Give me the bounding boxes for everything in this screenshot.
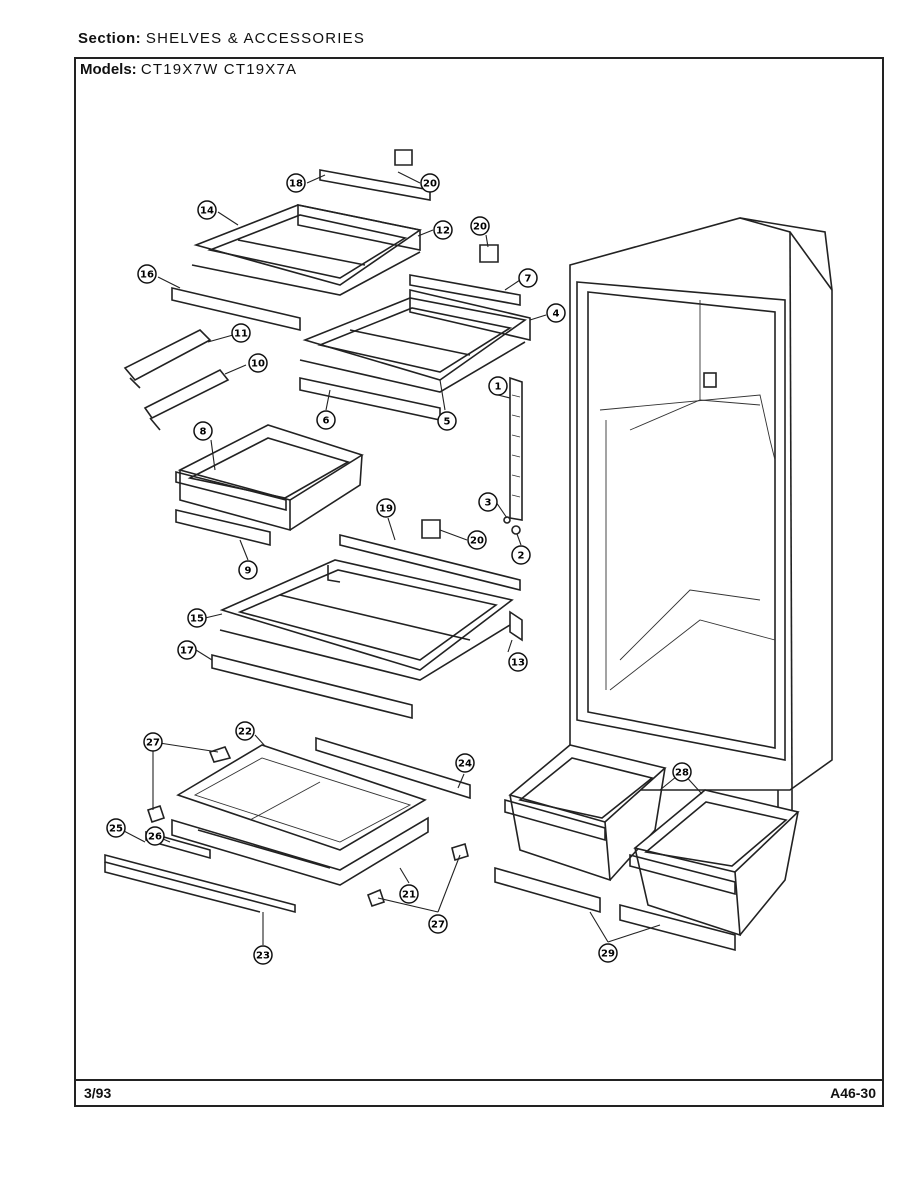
refrigerator-cabinet: [569, 217, 833, 814]
callout-14: 14: [197, 200, 217, 220]
callout-3: 3: [478, 492, 498, 512]
callout-number: 18: [289, 179, 303, 190]
footer-rule: [76, 1079, 882, 1081]
callout-number: 2: [518, 551, 525, 562]
callout-29: 29: [598, 943, 618, 963]
callout-13: 13: [508, 652, 528, 672]
callout-number: 6: [323, 416, 330, 427]
callout-2: 2: [511, 545, 531, 565]
callout-number: 20: [470, 536, 484, 547]
callout-number: 28: [675, 768, 689, 779]
section-label: Section:: [78, 30, 142, 47]
callout-28: 28: [672, 762, 692, 782]
callout-18: 18: [286, 173, 306, 193]
small-drawer: [175, 424, 364, 547]
callout-number: 26: [148, 832, 162, 843]
callout-number: 7: [525, 274, 532, 285]
callout-number: 22: [238, 727, 252, 738]
callout-number: 10: [251, 359, 265, 370]
leader-lines: [121, 171, 703, 945]
callout-number: 19: [379, 504, 393, 515]
section-value: SHELVES & ACCESSORIES: [145, 30, 366, 47]
callout-number: 15: [190, 614, 204, 625]
callout-12: 12: [433, 220, 453, 240]
callout-number: 5: [444, 417, 451, 428]
callout-24: 24: [455, 753, 475, 773]
callout-number: 29: [601, 949, 615, 960]
callout-number: 1: [495, 382, 502, 393]
callout-number: 17: [180, 646, 194, 657]
middle-shelf-assembly: [299, 244, 531, 421]
callout-number: 12: [436, 226, 450, 237]
callout-number: 4: [553, 309, 560, 320]
footer-page-code: A46-30: [830, 1085, 876, 1101]
callout-27: 27: [143, 732, 163, 752]
callout-number: 16: [140, 270, 154, 281]
models-label: Models:: [80, 61, 137, 78]
callout-15: 15: [187, 608, 207, 628]
callout-8: 8: [193, 421, 213, 441]
callout-27: 27: [428, 914, 448, 934]
callout-number: 20: [423, 179, 437, 190]
callout-number: 8: [200, 427, 207, 438]
shelf-ladder: [503, 376, 523, 535]
callout-26: 26: [145, 826, 165, 846]
callout-number: 20: [473, 222, 487, 233]
callout-4: 4: [546, 303, 566, 323]
models-title: Models: CT19X7W CT19X7A: [80, 61, 297, 78]
callout-1: 1: [488, 376, 508, 396]
callout-25: 25: [106, 818, 126, 838]
models-value: CT19X7W CT19X7A: [140, 61, 298, 78]
diagram-frame: Models: CT19X7W CT19X7A 3/93 A46-30: [74, 57, 884, 1107]
shelf-brackets: [123, 329, 230, 431]
callout-number: 27: [146, 738, 160, 749]
callout-6: 6: [316, 410, 336, 430]
callout-number: 21: [402, 890, 416, 901]
callout-22: 22: [235, 721, 255, 741]
callout-number: 14: [200, 206, 214, 217]
callout-7: 7: [518, 268, 538, 288]
callout-19: 19: [376, 498, 396, 518]
callout-number: 23: [256, 951, 270, 962]
callout-number: 24: [458, 759, 472, 770]
callout-number: 13: [511, 658, 525, 669]
lower-shelf-assembly: [211, 519, 523, 720]
callout-20: 20: [470, 216, 490, 236]
callout-labels: 1234567891011121314151617181920212223242…: [106, 173, 692, 965]
crisper-drawers: [494, 744, 800, 952]
callout-16: 16: [137, 264, 157, 284]
callout-number: 11: [234, 329, 248, 340]
callout-9: 9: [238, 560, 258, 580]
callout-11: 11: [231, 323, 251, 343]
callout-number: 3: [485, 498, 492, 509]
callout-5: 5: [437, 411, 457, 431]
section-title: Section: SHELVES & ACCESSORIES: [78, 30, 365, 47]
callout-number: 25: [109, 824, 123, 835]
crisper-cover-assembly: [104, 736, 471, 914]
callout-23: 23: [253, 945, 273, 965]
callout-10: 10: [248, 353, 268, 373]
callout-number: 9: [245, 566, 252, 577]
footer-date: 3/93: [84, 1085, 112, 1101]
callout-20: 20: [467, 530, 487, 550]
callout-number: 27: [431, 920, 445, 931]
callout-20: 20: [420, 173, 440, 193]
callout-21: 21: [399, 884, 419, 904]
callout-17: 17: [177, 640, 197, 660]
